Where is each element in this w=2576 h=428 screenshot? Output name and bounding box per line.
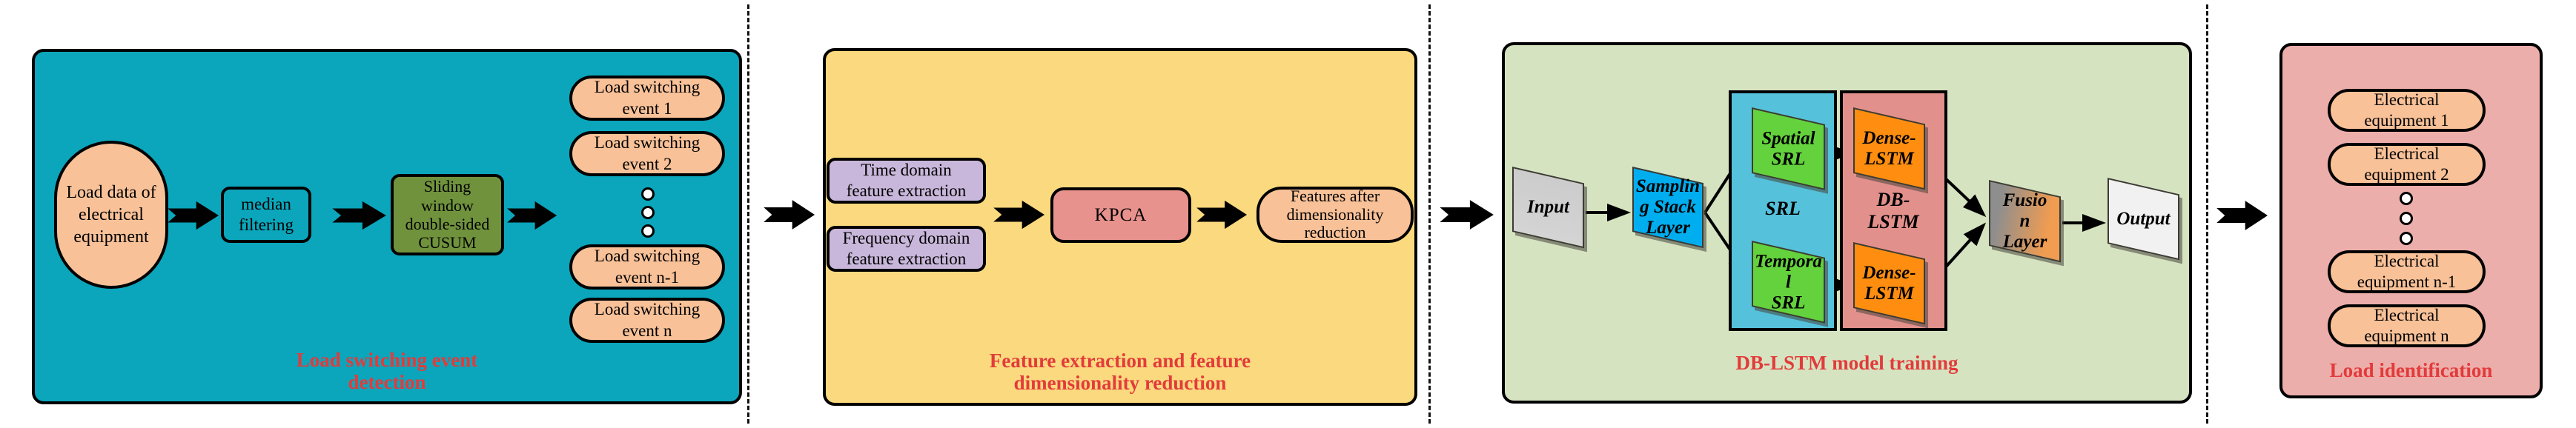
median-filtering-label: median filtering: [238, 195, 294, 234]
spatial-srl-node: Spatial SRL: [1752, 107, 1825, 190]
ellipsis-dot-icon: [2400, 232, 2413, 245]
kpca-node: KPCA: [1050, 187, 1191, 243]
panel4-caption: Load identification: [2329, 359, 2493, 381]
frequency-domain-node: Frequency domain feature extraction: [827, 226, 986, 272]
equipment-node-n: Electrical equipment n: [2328, 304, 2486, 347]
temporal-srl-label: Tempora l SRL: [1755, 250, 1822, 312]
input-node: Input: [1512, 167, 1584, 249]
event-node-1: Load switching event 1: [569, 76, 725, 121]
panel-dblstm-training: Input Samplin g Stack Layer Spatial SRL …: [1502, 42, 2192, 404]
ellipsis-dot-icon: [641, 224, 655, 238]
event-label: Load switching event 1: [594, 78, 701, 118]
block-arrow-icon: [993, 200, 1045, 230]
event-node-2: Load switching event 2: [569, 131, 725, 176]
time-domain-label: Time domain feature extraction: [846, 161, 967, 200]
dense-lstm-label: Dense- LSTM: [1862, 262, 1916, 304]
sampling-stack-layer-node: Samplin g Stack Layer: [1632, 167, 1703, 249]
panel-feature-extraction: Time domain feature extraction Frequency…: [823, 48, 1417, 406]
event-label: Load switching event 2: [594, 133, 701, 173]
output-label: Output: [2116, 208, 2171, 229]
reduced-features-node: Features after dimensionality reduction: [1256, 187, 1414, 243]
equipment-node-2: Electrical equipment 2: [2328, 143, 2486, 186]
input-label: Input: [1527, 197, 1569, 218]
equipment-node-n-1: Electrical equipment n-1: [2328, 250, 2486, 293]
block-arrow-icon: [1196, 200, 1248, 230]
equipment-label: Electrical equipment n-1: [2357, 251, 2457, 291]
equipment-node-1: Electrical equipment 1: [2328, 89, 2486, 132]
load-data-node: Load data of electrical equipment: [54, 141, 168, 289]
equipment-label: Electrical equipment 1: [2364, 90, 2449, 130]
block-arrow-icon: [168, 201, 219, 230]
time-domain-node: Time domain feature extraction: [827, 158, 986, 204]
event-node-n: Load switching event n: [569, 298, 725, 343]
dashed-separator: [2206, 4, 2208, 424]
panel1-caption: Load switching event detection: [296, 349, 478, 393]
ellipsis-dot-icon: [2400, 212, 2413, 225]
dense-lstm-label: Dense- LSTM: [1862, 127, 1916, 169]
ellipsis-dot-icon: [641, 187, 655, 201]
event-label: Load switching event n-1: [594, 247, 701, 287]
cusum-node: Sliding window double-sided CUSUM: [391, 174, 504, 255]
dashed-separator: [1428, 4, 1431, 424]
fusion-layer-label: Fusio n Layer: [2002, 190, 2047, 252]
dblstm-label: DB- LSTM: [1867, 189, 1919, 233]
dashed-separator: [747, 4, 749, 424]
panel-load-identification: Electrical equipment 1 Electrical equipm…: [2279, 43, 2543, 398]
kpca-label: KPCA: [1094, 204, 1148, 225]
panel2-caption: Feature extraction and feature dimension…: [989, 350, 1251, 394]
output-node: Output: [2108, 178, 2179, 261]
ellipsis-dot-icon: [2400, 192, 2413, 205]
dense-lstm-bottom-node: Dense- LSTM: [1853, 242, 1925, 325]
block-arrow-icon: [764, 200, 815, 230]
block-arrow-icon: [507, 201, 557, 230]
equipment-label: Electrical equipment 2: [2364, 144, 2449, 184]
equipment-label: Electrical equipment n: [2364, 305, 2449, 345]
spatial-srl-label: Spatial SRL: [1761, 127, 1815, 169]
panel-load-switching-event-detection: Load data of electrical equipment median…: [32, 49, 742, 404]
frequency-domain-label: Frequency domain feature extraction: [842, 229, 970, 268]
temporal-srl-node: Tempora l SRL: [1752, 241, 1825, 324]
sampling-stack-layer-label: Samplin g Stack Layer: [1635, 176, 1701, 238]
block-arrow-icon: [1440, 200, 1494, 230]
block-arrow-icon: [332, 201, 386, 230]
srl-label: SRL: [1765, 198, 1801, 219]
load-data-label: Load data of electrical equipment: [66, 183, 156, 247]
event-label: Load switching event n: [594, 300, 701, 340]
fusion-layer-node: Fusio n Layer: [1989, 180, 2061, 263]
panel3-caption: DB-LSTM model training: [1735, 352, 1959, 374]
block-arrow-icon: [2216, 201, 2268, 230]
event-node-n-1: Load switching event n-1: [569, 244, 725, 290]
median-filtering-node: median filtering: [221, 187, 311, 243]
dense-lstm-top-node: Dense- LSTM: [1853, 107, 1925, 190]
reduced-features-label: Features after dimensionality reduction: [1286, 187, 1384, 242]
ellipsis-dot-icon: [641, 206, 655, 219]
cusum-label: Sliding window double-sided CUSUM: [405, 177, 490, 253]
